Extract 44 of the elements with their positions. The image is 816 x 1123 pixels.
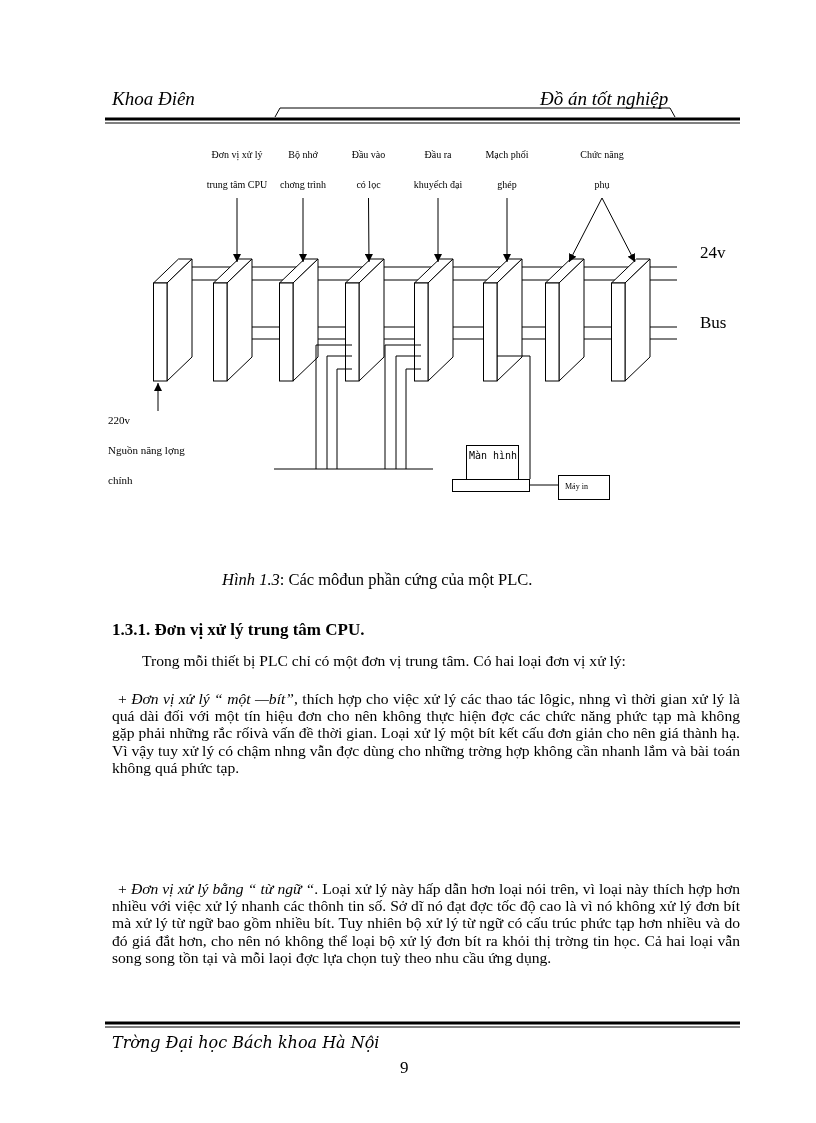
arrow [601, 197, 636, 263]
figure-caption: Hình 1.3: Các môđun phần cứng của một PLC. [222, 570, 533, 590]
connector-line [315, 344, 353, 470]
module-box [345, 258, 385, 382]
connector-line [529, 484, 559, 486]
module-label: Mạch phối ghép [482, 140, 532, 200]
module-label: Chức năng phụ [577, 140, 627, 200]
arrow [503, 197, 511, 263]
arrow [364, 197, 373, 263]
arrow [233, 197, 241, 263]
module-label: Đầu vào có lọc [346, 140, 391, 200]
arrow [434, 197, 442, 263]
module-box [611, 258, 651, 382]
paragraph: + Đơn vị xử lý bằng “ từ ngữ “. Loại xử lý này hấp dẫn hơn loại nói trên, vì loại này thích hợp hơn nhiều với việc xử lý nhanh các thônh tin số. Sở dĩ nó đạt đợc tốc độ cao là vì nó không xử lý đơn bít mà xử lý từ ngữ bao gồm nhiều bít. Tuy nhiên bộ xử lý từ ngữ có cấu trúc phức tạp hơn nhiều và do đó giá đắt hơn, cho nên nó không thể loại bộ xử lý đơn bít ra khỏi thị trờng tin học. Cả hai loại vẫn song song tồn tại và mỗi laọi đợc lựa chọn tuỳ theo nhu cầu ứng dụng. [112, 880, 740, 966]
module-box [213, 258, 253, 382]
connector-line [496, 355, 531, 480]
module-label: Bộ nhớ chơng trình [275, 140, 331, 200]
ground-bar [274, 466, 433, 472]
module-box [153, 258, 193, 382]
module-label: Đơn vị xử lý trung tâm CPU [201, 140, 273, 200]
module-box [483, 258, 523, 382]
arrow [299, 197, 307, 263]
connector-line [384, 344, 422, 470]
printer-box [558, 475, 610, 500]
module-box [545, 258, 585, 382]
footer-text: Trờng Đại học Bách khoa Hà Nội [112, 1033, 380, 1052]
paragraph: + Đơn vị xử lý “ một —bít”, thích hợp cho việc xử lý các thao tác lôgic, nhng vì thời gian xử lý là quá dài đối với một tín hiệu đơn cho nên không thực hiện đợc các chức năng phức tạp mà không gặp phải những rắc rốivà vấn đề thời gian. Loại xử lý một bít kết cấu đơn giản cho nên giá thành hạ. Vì vậy tuy xử lý có chậm nhng vẫn đợc dùng cho những trờng hợp không cần nhanh lắm và bài toán không quá phức tạp. [112, 690, 740, 776]
voltage-label: 220v [108, 413, 131, 428]
arrow [154, 382, 162, 412]
section-heading: 1.3.1. Đơn vị xử lý trung tâm CPU. [112, 620, 365, 640]
header-text: Đồ án tốt nghiệp [540, 88, 669, 110]
monitor-box [452, 445, 530, 492]
printer-label: Máy in [565, 482, 588, 491]
arrow [568, 197, 603, 263]
bus-label: Bus [700, 313, 727, 333]
monitor-label: Màn hình [468, 451, 518, 461]
paragraph: Trong mỗi thiết bị PLC chỉ có một đơn vị trung tâm. Có hai loại đơn vị xử lý: [141, 652, 627, 670]
rail-label: 24v [700, 243, 726, 263]
power-source-label: Nguồn năng lợng chính [108, 443, 186, 488]
module-box [279, 258, 319, 382]
header-text: Khoa Điên [112, 88, 195, 110]
page-number: 9 [400, 1058, 409, 1078]
module-label: Đầu ra khuyếch đại [408, 140, 468, 200]
module-box [414, 258, 454, 382]
